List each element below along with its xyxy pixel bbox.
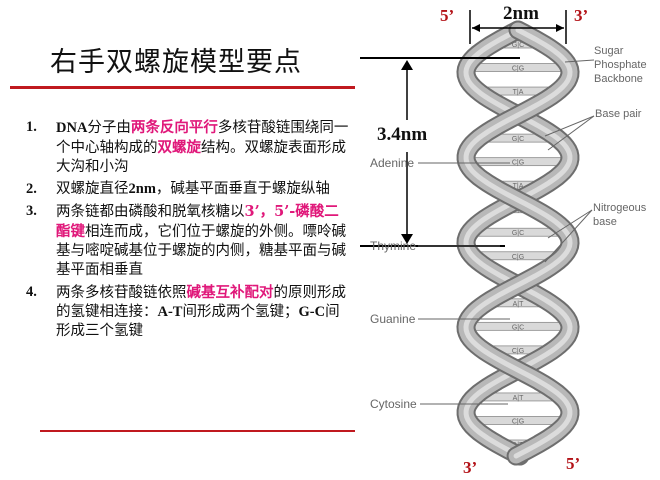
- sugar-label: Sugar: [594, 45, 624, 57]
- list-item-text: DNA分子由两条反向平行多核苷酸链围绕同一个中心轴构成的双螺旋结构。双螺旋表面形…: [56, 118, 352, 177]
- highlight-text: 碱基互补配对: [186, 284, 274, 301]
- text-segment: 2nm: [128, 181, 156, 197]
- list-item-number: 2.: [26, 181, 37, 197]
- page-title: 右手双螺旋模型要点: [50, 47, 302, 78]
- text-segment: DNA: [56, 120, 88, 136]
- list-item: 2. 双螺旋直径2nm，碱基平面垂直于螺旋纵轴: [26, 180, 352, 199]
- list-item-text: 两条链都由磷酸和脱氧核糖以3’，5’-磷酸二酯键相连而成，它们位于螺旋的外侧。嘌…: [56, 202, 352, 280]
- list-item: 4. 两条多核苷酸链依照碱基互补配对的原则形成的氢键相连接：A-T间形成两个氢键；…: [26, 283, 352, 341]
- text-segment: 多核苷酸链围绕同一个中心轴构成的: [56, 120, 349, 156]
- backbone-strand-highlight: [463, 27, 573, 459]
- callout-line: [544, 115, 595, 137]
- base-pair-letters: G|C: [512, 324, 524, 331]
- pitch-arrowhead-bottom: [401, 234, 413, 244]
- base-pair-letters: C|G: [512, 418, 524, 425]
- text-segment: 双螺旋直径: [56, 181, 129, 197]
- phosphate-label: Phosphate: [594, 59, 647, 71]
- base-pair-letters: C|G: [512, 160, 524, 167]
- highlight-text: 两条反向平行: [130, 119, 218, 136]
- list-item: 3. 两条链都由磷酸和脱氧核糖以3’，5’-磷酸二酯键相连而成，它们位于螺旋的外侧…: [26, 202, 352, 280]
- title-underline: [10, 86, 355, 89]
- bottom-right-end-label: 5’: [566, 454, 581, 473]
- nitrogeous-label: Nitrogeous: [593, 202, 647, 214]
- base-pair-letters: G|C: [512, 230, 524, 237]
- base-pair-letters: A|T: [513, 301, 524, 308]
- text-segment: G-C: [298, 304, 326, 320]
- bottom-divider: [40, 430, 355, 432]
- cytosine-label: Cytosine: [370, 397, 417, 411]
- highlight-text: 双螺旋: [157, 139, 202, 156]
- base-pair-letters: G|C: [512, 42, 524, 49]
- text-segment: A-T: [157, 304, 183, 320]
- thymine-label: Thymine: [370, 239, 417, 253]
- guanine-label: Guanine: [370, 312, 416, 326]
- adenine-label: Adenine: [370, 156, 415, 170]
- text-segment: 相连而成，它们位于螺旋的外侧。嘌呤碱基与嘧啶碱基位于螺旋的内侧，糖基平面与碱基平…: [56, 224, 346, 278]
- diameter-arrow-left: [472, 24, 480, 32]
- text-segment: 两条多核苷酸链依照: [56, 285, 187, 301]
- text-segment: 间形成两个氢键；: [182, 304, 299, 320]
- callout-line: [547, 115, 595, 151]
- backbone-label: Backbone: [594, 73, 643, 85]
- base-pair-letters: C|G: [512, 254, 524, 261]
- base-pair-letters: A|T: [513, 395, 524, 402]
- base-label: base: [593, 216, 617, 228]
- pitch-arrowhead-top: [401, 60, 413, 70]
- backbone-strand-highlight: [463, 27, 573, 459]
- text-segment: 两条链都由磷酸和脱氧核糖以: [56, 204, 245, 220]
- callout-line: [547, 209, 593, 239]
- key-points-list: 1. DNA分子由两条反向平行多核苷酸链围绕同一个中心轴构成的双螺旋结构。双螺旋表…: [26, 118, 352, 344]
- text-segment: 的原则形成的氢键相连接：: [56, 285, 346, 320]
- list-item-text: 两条多核苷酸链依照碱基互补配对的原则形成的氢键相连接：A-T间形成两个氢键；G-…: [56, 283, 352, 341]
- base-pair-letters: T|A: [513, 89, 524, 96]
- base-pair-letters: C|G: [512, 66, 524, 73]
- bottom-left-end-label: 3’: [463, 458, 478, 477]
- base-pair-letters: G|C: [512, 136, 524, 143]
- base-pair-letters: C|G: [512, 348, 524, 355]
- text-segment: 分子由: [87, 120, 131, 136]
- pitch-label: 3.4nm: [377, 124, 428, 145]
- list-item-number: 1.: [26, 119, 37, 135]
- list-item-number: 4.: [26, 284, 37, 300]
- top-left-end-label: 5’: [440, 6, 455, 25]
- text-segment: 结构。双螺旋表面形成大沟和小沟: [56, 140, 346, 175]
- diameter-label: 2nm: [503, 3, 539, 24]
- diameter-arrow-right: [556, 24, 564, 32]
- list-item-number: 3.: [26, 203, 37, 219]
- list-item-text: 双螺旋直径2nm，碱基平面垂直于螺旋纵轴: [56, 180, 352, 199]
- callout-line: [544, 209, 593, 263]
- callout-line: [564, 59, 595, 63]
- list-item: 1. DNA分子由两条反向平行多核苷酸链围绕同一个中心轴构成的双螺旋结构。双螺旋表…: [26, 118, 352, 177]
- top-right-end-label: 3’: [574, 6, 589, 25]
- highlight-text: 3’，5’-磷酸二酯键: [56, 203, 339, 240]
- base-pair-letters: T|A: [513, 183, 524, 190]
- base-pair-label: Base pair: [595, 108, 642, 120]
- text-segment: 间形成三个氢键: [56, 304, 340, 339]
- text-segment: ，碱基平面垂直于螺旋纵轴: [155, 181, 330, 197]
